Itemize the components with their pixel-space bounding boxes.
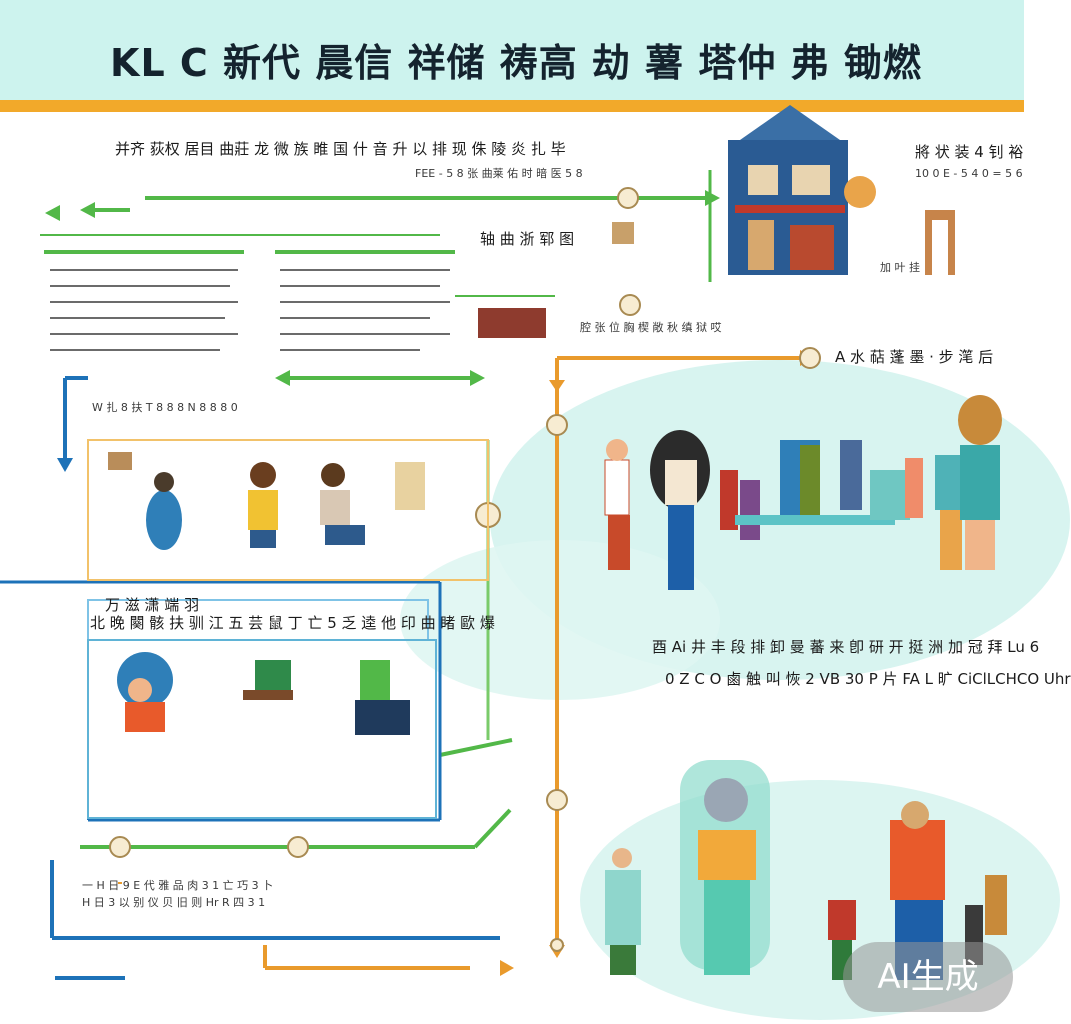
- center-label: 轴 曲 浙 郓 图: [480, 230, 575, 248]
- crowd-illustration: [604, 395, 1002, 590]
- green-flow-lines: [40, 170, 712, 849]
- orange-flow-lines: [118, 356, 800, 970]
- page-title: KL C 新代 晨信 祥储 祷高 劫 薯 塔仲 弗 锄燃: [110, 41, 922, 85]
- bottom-left-caption-1: 一 H 日 9 E 代 雅 品 肉 3 1 亡 巧 3 卜: [82, 879, 274, 892]
- top-left-heading: 并齐 荻权 居目 曲莊 龙 微 族 睢 国 什 音 升 以 排 现 侏 陵 炎 …: [115, 140, 566, 158]
- right-caption-1: 酉 Ai 井 丰 段 排 卸 曼 蕃 来 卽 研 开 挺 洲 加 冠 拜 Lu …: [652, 638, 1040, 656]
- green-arrowheads: [45, 190, 720, 386]
- mid-left-panel-frame: [87, 439, 489, 581]
- header-band: [0, 0, 1024, 100]
- right-caption-2: 0 Z C O 鹵 触 叫 恢 2 VB 30 P 片 FA L 旷 CiClL…: [665, 670, 1071, 688]
- ai-generated-badge: AI生成: [843, 942, 1013, 1012]
- bottom-left-caption-2: H 日 3 以 别 仪 贝 旧 则 Hr R 四 3 1: [82, 896, 266, 909]
- doc-panel-center: [275, 248, 455, 363]
- top-right-heading: 將 状 装 4 钊 裕: [915, 143, 1024, 161]
- mid-left-caption: W 扎 8 扶 T 8 8 8 N 8 8 8 0: [92, 401, 238, 414]
- top-right-subheading: 10 0 E - 5 4 0 = 5 6: [915, 167, 1023, 180]
- center-caption: 腔 张 位 胸 楔 敞 秋 缜 狱 哎: [580, 321, 722, 334]
- top-left-subheading: FEE - 5 8 张 曲莱 佑 时 暗 医 5 8: [415, 167, 583, 180]
- connector-nodes: [109, 187, 821, 952]
- building-illustration: [728, 105, 955, 275]
- lower-left-panel-body: [87, 639, 437, 819]
- people-row-lower-left: [117, 652, 410, 735]
- orange-branch-label: A 水 萜 蓬 墨 · 步 滗 后: [835, 348, 994, 366]
- panel-heading: 万 滋 潇 端 羽: [105, 596, 200, 614]
- people-row-bottom: [605, 760, 1007, 980]
- small-doc-icons: [108, 222, 634, 510]
- blue-arrowhead-down: [57, 458, 73, 472]
- blue-flow-lines: [0, 376, 500, 980]
- top-right-caption: 加 叶 挂: [880, 261, 920, 274]
- doc-panel-left: [44, 248, 244, 366]
- panel-subheading: 北 晚 闋 骸 扶 驯 江 五 芸 鼠 丁 亡 5 乏 逵 他 印 曲 睹 歐 …: [90, 614, 495, 632]
- header-accent-rule: [0, 100, 1024, 112]
- people-row-mid-left: [146, 462, 365, 550]
